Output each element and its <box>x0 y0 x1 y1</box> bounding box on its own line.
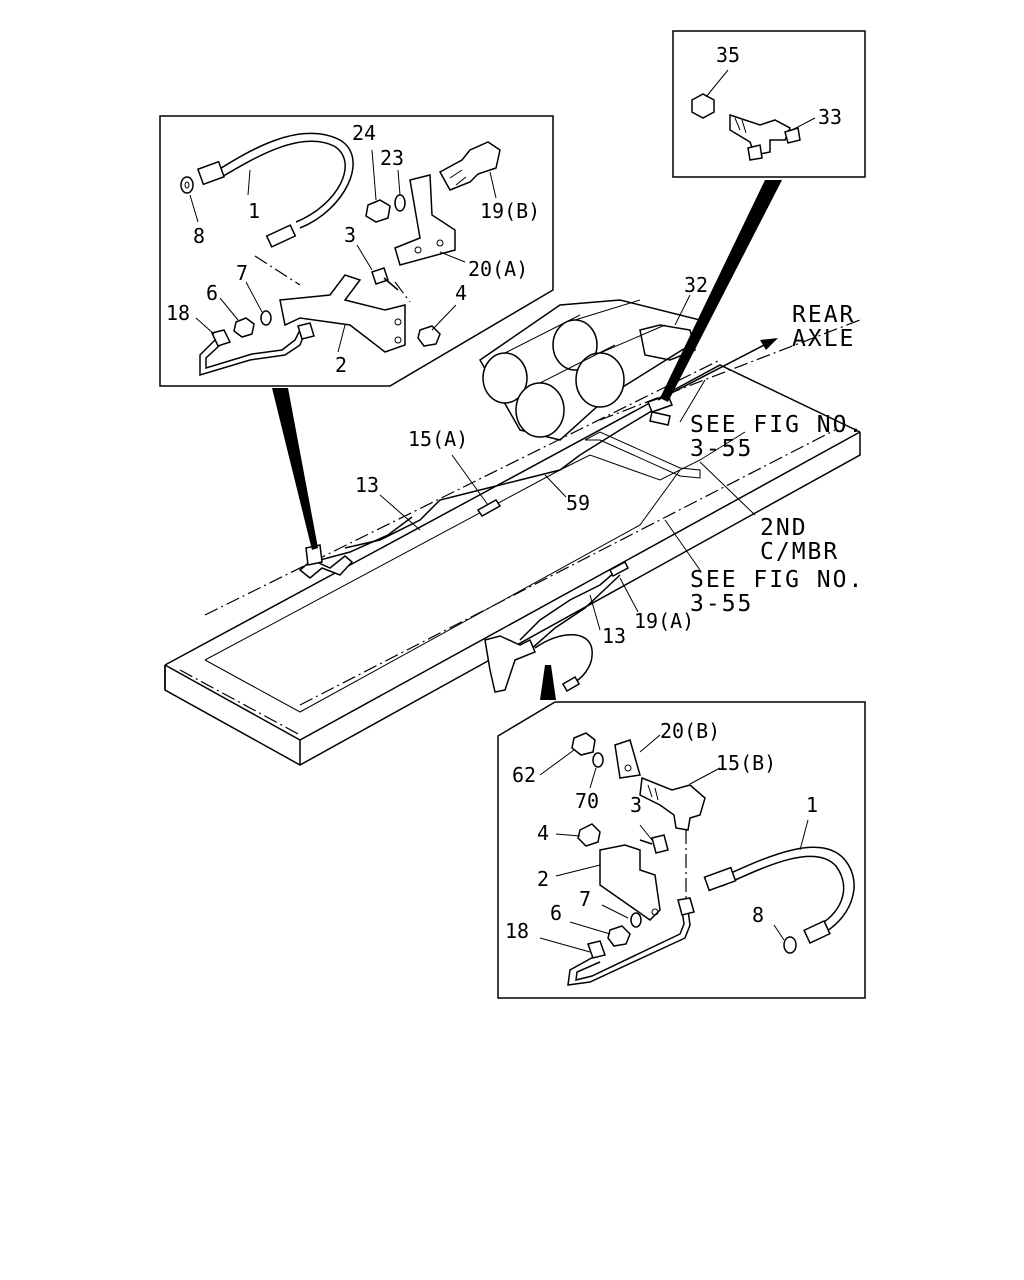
note-see-fig-2-line2: 3-55 <box>690 591 753 617</box>
callout-hose-1-bottom: 1 <box>806 793 818 817</box>
callout-washer-7: 7 <box>236 261 248 285</box>
callout-pipe-13-upper: 13 <box>355 473 379 497</box>
callout-union-19a: 19(A) <box>634 609 694 633</box>
callout-bolt-3-bottom: 3 <box>630 793 642 817</box>
callout-washer-23: 23 <box>380 146 404 170</box>
note-see-fig-2-line1: SEE FIG NO. <box>690 567 864 593</box>
callout-leaders <box>189 69 816 953</box>
note-leaders <box>664 379 756 571</box>
callout-bracket-20a: 20(A) <box>468 257 528 281</box>
callout-pipe-15b: 15(B) <box>716 751 776 775</box>
callout-washer-7-bottom: 7 <box>579 887 591 911</box>
detail-box-top-right <box>672 30 866 178</box>
callout-labels: 1 8 24 23 3 19(B) 20(A) 7 6 4 18 2 35 33… <box>166 43 842 943</box>
callout-tee-33: 33 <box>818 105 842 129</box>
callout-hose-1: 1 <box>248 199 260 223</box>
frame-bracket-upper <box>298 544 354 579</box>
callout-bracket-2-bottom: 2 <box>537 867 549 891</box>
note-rear-axle-line1: REAR <box>792 302 855 328</box>
rear-axle-arrow <box>657 338 778 401</box>
callout-nut-6: 6 <box>206 281 218 305</box>
note-2nd-cmbr-line2: C/MBR <box>760 539 839 565</box>
callout-union-19b: 19(B) <box>480 199 540 223</box>
callout-nut-4-bottom: 4 <box>537 821 549 845</box>
callout-nut-6-bottom: 6 <box>550 901 562 925</box>
callout-bolt-3: 3 <box>344 223 356 247</box>
frame-bracket-lower <box>484 634 593 693</box>
note-2nd-cmbr-line1: 2ND <box>760 515 808 541</box>
callout-washer-70: 70 <box>575 789 599 813</box>
callout-washer-8-bottom: 8 <box>752 903 764 927</box>
note-rear-axle-line2: AXLE <box>792 326 855 352</box>
callout-pipe-59: 59 <box>566 491 590 515</box>
diagram-notes: REAR AXLE SEE FIG NO. 3-55 2ND C/MBR SEE… <box>690 302 864 617</box>
note-see-fig-1-line2: 3-55 <box>690 436 753 462</box>
note-see-fig-1-line1: SEE FIG NO. <box>690 412 864 438</box>
detail-box-bottom <box>497 701 866 999</box>
detail-box-top-left <box>159 115 554 387</box>
callout-pipe-18-bottom: 18 <box>505 919 529 943</box>
callout-nut-35: 35 <box>716 43 740 67</box>
callout-pipe-18: 18 <box>166 301 190 325</box>
callout-nut-62: 62 <box>512 763 536 787</box>
callout-nut-24: 24 <box>352 121 376 145</box>
callout-tank-32: 32 <box>684 273 708 297</box>
callout-washer-8: 8 <box>193 224 205 248</box>
frame-pipes <box>319 404 661 651</box>
air-tanks <box>479 299 702 441</box>
callout-pipe-15a: 15(A) <box>408 427 468 451</box>
callout-bracket-2: 2 <box>335 353 347 377</box>
callout-pipe-13-lower: 13 <box>602 624 626 648</box>
callout-nut-4: 4 <box>455 281 467 305</box>
detail-pointers <box>272 180 782 700</box>
callout-bracket-20b: 20(B) <box>660 719 720 743</box>
